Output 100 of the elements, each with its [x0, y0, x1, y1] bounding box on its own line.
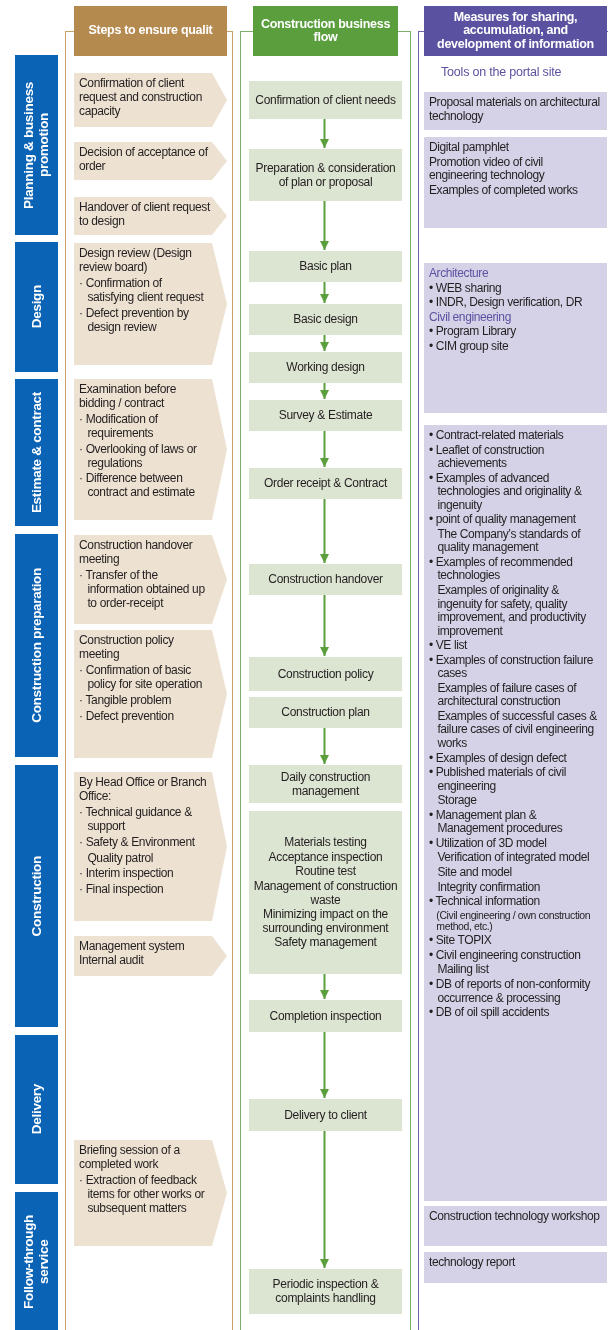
section-heading: Architecture: [429, 267, 490, 281]
bullet-item: · Final inspection: [79, 883, 165, 898]
bullet-item: • Published materials of civil engineering: [429, 766, 567, 794]
arrow: [320, 1129, 329, 1269]
process-text: Acceptance inspection: [268, 850, 383, 865]
phase-label: Follow-through service: [21, 1214, 52, 1311]
step-text: Quality patrol: [86, 851, 155, 866]
chevron-box: [74, 535, 227, 624]
phase-label: Delivery: [28, 1084, 45, 1135]
process-box: [249, 304, 402, 335]
phase-band: [15, 1035, 58, 1184]
bullet-item: • Program Library: [429, 325, 517, 339]
tool-item: Promotion video of civil engineering technology: [429, 155, 546, 183]
bullet-item: · Overlooking of laws or regulations: [79, 442, 198, 471]
process-text: Preparation & consideration of plan or proposal: [254, 161, 397, 190]
phase-label: Estimate & contract: [28, 391, 45, 514]
section-heading: Tools on the portal site: [441, 65, 562, 79]
arrow: [320, 199, 329, 251]
step-text: Design review (Design review board): [79, 247, 193, 275]
arrow: [320, 726, 329, 765]
bullet-item: • Contract-related materials: [429, 429, 565, 443]
bullet-item: · Confirmation of basic policy for site operation: [79, 663, 204, 692]
step-text: Briefing session of a completed work: [79, 1144, 181, 1172]
process-text: Delivery to client: [284, 1108, 367, 1123]
process-text: Order receipt & Contract: [264, 477, 387, 491]
tool-item: Examples of successful cases & failure cases of civil engineering works: [436, 709, 598, 751]
process-text: Basic design: [293, 313, 358, 327]
chevron-box: [74, 936, 227, 976]
tool-item: Integrity confirmation: [436, 880, 541, 895]
chevron-box: [74, 1140, 227, 1246]
bullet-item: • INDR, Design verification, DR: [429, 296, 584, 310]
process-box: [249, 564, 402, 595]
chevron-box: [74, 772, 227, 921]
bullet-item: · Interim inspection: [79, 867, 175, 882]
arrow: [320, 593, 329, 657]
tool-item: Verification of integrated model: [436, 851, 591, 865]
phase-band: [15, 765, 58, 1027]
tool-box: [424, 425, 607, 1201]
tool-box: [424, 1206, 607, 1246]
tool-item: (Civil engineering / own construction method, etc.): [435, 909, 592, 934]
arrow: [320, 972, 329, 1000]
tool-item: Storage: [436, 794, 478, 808]
phase-band: [15, 242, 58, 372]
chevron-box: [74, 379, 227, 520]
bullet-item: • Examples of advanced technologies and originality & ingenuity: [429, 471, 583, 513]
phase-label: Planning & business promotion: [21, 80, 52, 211]
process-box: [249, 1099, 402, 1131]
tool-box: [424, 92, 607, 130]
process-text: Materials testing: [284, 836, 367, 850]
bullet-item: • Site TOPIX: [429, 934, 493, 948]
bullet-item: • Technical information: [429, 895, 541, 909]
section-heading: Civil engineering: [429, 310, 512, 325]
process-text: Periodic inspection & complaints handling: [271, 1278, 380, 1306]
step-text: Construction handover meeting: [79, 539, 194, 567]
arrow: [320, 1030, 329, 1099]
tool-item: Digital pamphlet: [429, 141, 510, 155]
tool-box: [424, 137, 607, 228]
process-text: Working design: [286, 361, 365, 375]
process-box: [249, 1269, 402, 1314]
chevron-box: [74, 73, 227, 127]
process-text: Basic plan: [299, 260, 352, 274]
bullet-item: · Transfer of the information obtained up to order-receipt: [79, 568, 206, 611]
process-text: Completion inspection: [269, 1009, 382, 1024]
tool-item: Mailing list: [436, 963, 490, 977]
step-text: Management system Internal audit: [79, 940, 186, 968]
chevron-box: [74, 243, 227, 365]
bullet-item: · Technical guidance & support: [79, 805, 193, 834]
bullet-item: · Confirmation of satisfying client request: [79, 276, 205, 305]
column-header: Measures for sharing, accumulation, and development of information: [424, 6, 607, 56]
bullet-item: • Management plan & Management procedures: [429, 808, 564, 836]
phase-label: Construction: [28, 855, 45, 937]
phase-label: Construction preparation: [28, 568, 45, 723]
bullet-item: • WEB sharing: [429, 281, 503, 296]
process-text: Survey & Estimate: [278, 409, 373, 423]
bullet-item: · Defect prevention by design review: [79, 306, 190, 335]
bullet-item: • Utilization of 3D model: [429, 836, 548, 851]
chevron-box: [74, 197, 227, 235]
process-box: [249, 468, 402, 499]
step-text: Confirmation of client request and construction capacity: [79, 77, 203, 119]
process-box: [249, 400, 402, 431]
process-box: [249, 811, 402, 974]
step-text: Handover of client request to design: [79, 201, 210, 229]
step-text: Construction policy meeting: [79, 634, 175, 662]
phase-band: [15, 55, 58, 235]
bullet-item: • DB of reports of non-conformity occurrence & processing: [429, 977, 592, 1006]
process-box: [249, 352, 402, 383]
step-text: Decision of acceptance of order: [79, 146, 209, 174]
process-text: Safety management: [274, 936, 377, 950]
step-text: By Head Office or Branch Office:: [79, 776, 208, 804]
tool-box: [424, 1252, 607, 1283]
phase-band: [15, 1192, 58, 1330]
bullet-item: · Safety & Environment: [79, 835, 196, 850]
process-text: Minimizing impact on the surrounding environment: [261, 908, 390, 936]
process-text: Daily construction management: [279, 770, 372, 799]
column-header: Steps to ensure qualit: [74, 6, 227, 56]
arrow: [320, 497, 329, 564]
tool-item: Examples of originality & ingenuity for safety, quality improvement, and productivity improvement: [436, 584, 587, 639]
bullet-item: • Civil engineering construction: [429, 948, 582, 963]
process-box: [249, 765, 402, 803]
arrow: [320, 381, 329, 400]
